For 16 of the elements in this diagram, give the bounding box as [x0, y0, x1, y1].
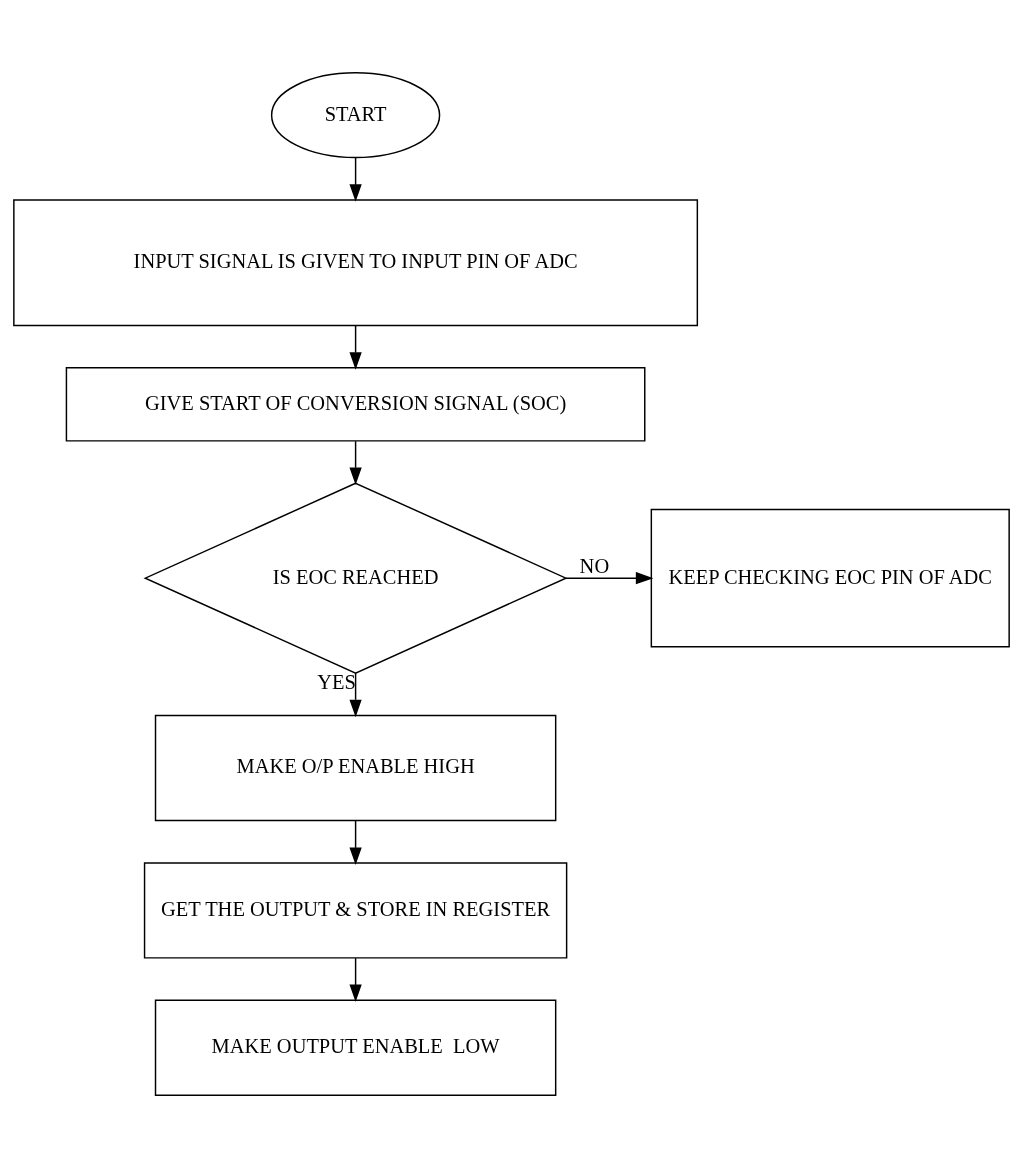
node-diamond: IS EOC REACHED	[143, 482, 568, 674]
node-box: MAKE O/P ENABLE HIGH	[154, 714, 557, 822]
arrow	[349, 156, 362, 202]
arrow	[349, 819, 362, 866]
arrow	[349, 325, 362, 370]
arrow	[349, 672, 362, 718]
node-box: INPUT SIGNAL IS GIVEN TO INPUT PIN OF ADC	[13, 199, 699, 327]
node-box: GIVE START OF CONVERSION SIGNAL (SOC)	[65, 367, 646, 442]
edge-label: NO	[579, 554, 610, 577]
node-box: GET THE OUTPUT & STORE IN REGISTER	[143, 862, 568, 959]
node-ellipse: START	[270, 72, 441, 159]
arrow	[349, 957, 362, 1003]
arrow	[565, 572, 654, 585]
node-box: MAKE OUTPUT ENABLE LOW	[154, 999, 557, 1096]
arrow	[349, 440, 362, 486]
node-box: KEEP CHECKING EOC PIN OF ADC	[650, 508, 1010, 648]
